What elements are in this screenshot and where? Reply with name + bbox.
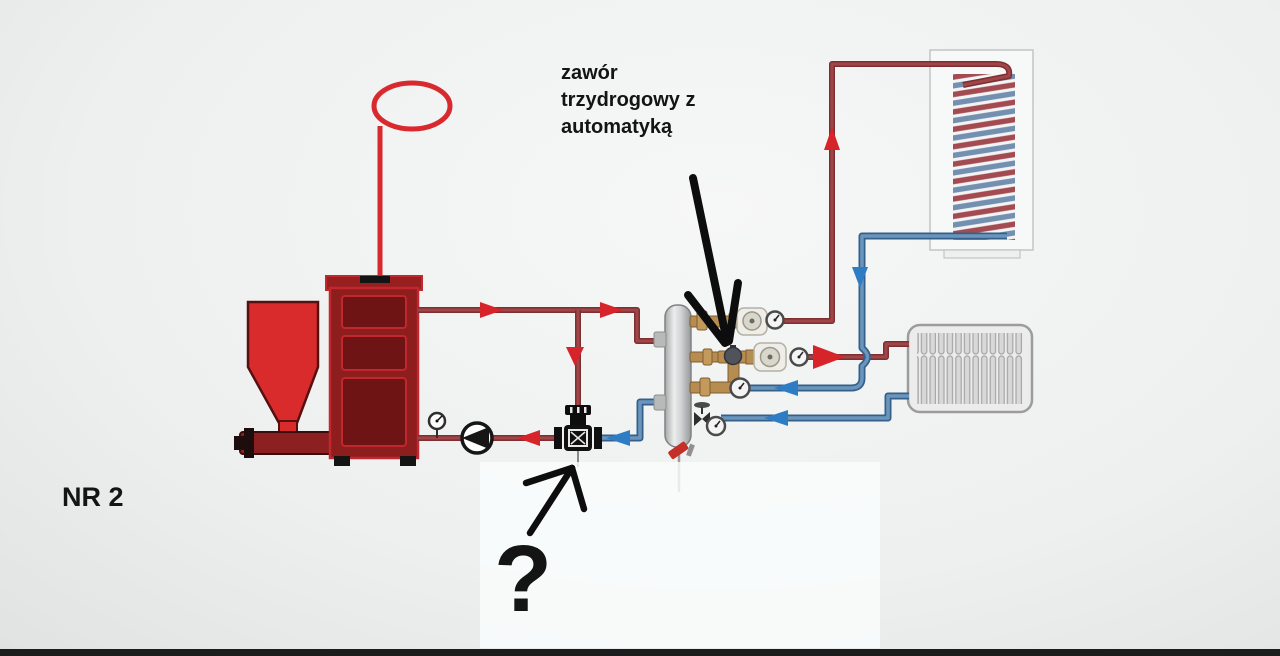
- drain-valve: [668, 441, 689, 460]
- circuit-pump-2: [753, 342, 787, 372]
- valve-pointer-arrow: [684, 174, 742, 347]
- boiler-circulation-pump: [460, 421, 494, 455]
- three-way-valve-actuator: [723, 345, 743, 366]
- circuit2-return-fittings: [694, 402, 727, 437]
- question-pointer-arrow: [522, 464, 588, 537]
- pressure-gauge-1: [765, 310, 785, 330]
- flow-arrows: [480, 127, 868, 446]
- circuit1-return-fittings: [689, 377, 751, 399]
- hydraulic-separator: [653, 304, 695, 492]
- solid-fuel-boiler: [325, 275, 423, 466]
- thermometer: [427, 411, 447, 438]
- bottom-bar: [0, 649, 1280, 656]
- chimney-annotation: [371, 80, 453, 284]
- circuit2-supply-fittings: [689, 342, 809, 391]
- valve-annotation-label: zawór trzydrogowy z automatyką: [561, 62, 696, 138]
- question-mark-label: ?: [494, 526, 553, 632]
- return-pipes: [596, 232, 1007, 442]
- diagram-number-label: NR 2: [62, 482, 124, 512]
- four-way-mixing-valve: [554, 405, 602, 467]
- panel-radiator: [906, 323, 1034, 414]
- white-cover-box: [480, 462, 880, 648]
- pressure-gauge-2: [789, 347, 809, 367]
- pressure-gauge-4: [705, 415, 727, 437]
- pressure-gauge-3: [729, 377, 751, 399]
